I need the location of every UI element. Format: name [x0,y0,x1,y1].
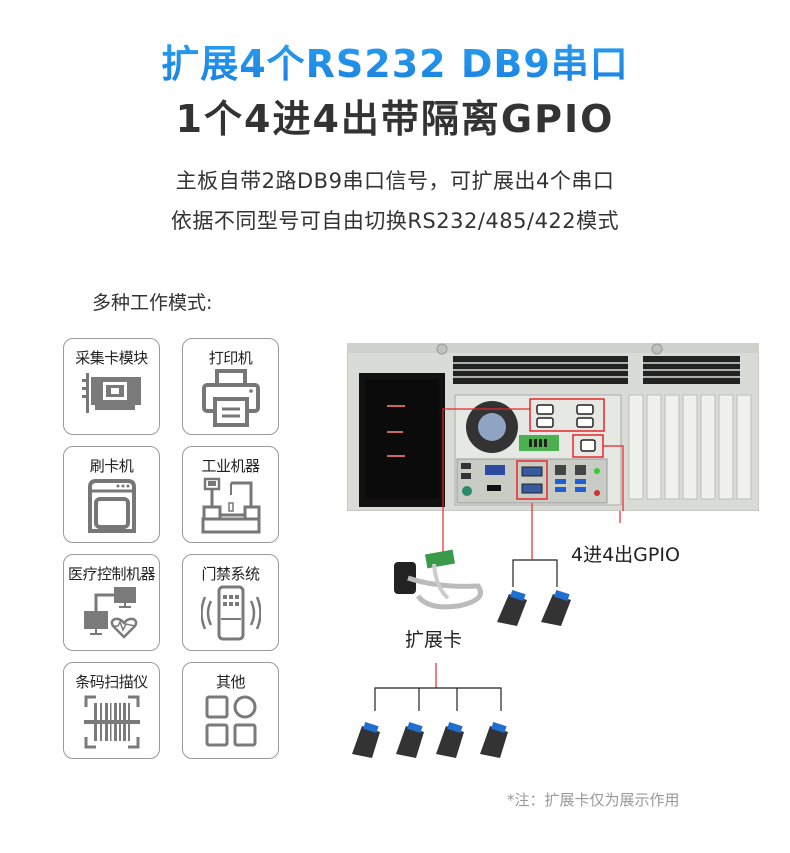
medical-control-icon [84,587,138,639]
printer-icon [202,369,260,427]
barcode-scanner-icon [84,695,140,749]
mode-card-access: 门禁系统 [182,554,279,651]
mode-card-medical: 医疗控制机器 [63,554,160,651]
mode-card-barcode: 条码扫描仪 [63,662,160,759]
mode-card-capture: 采集卡模块 [63,338,160,435]
title-line-1: 扩展4个RS232 DB9串口 [0,33,790,88]
mode-card-label: 门禁系统 [201,565,260,583]
expansion-card-label: 扩展卡 [405,629,463,651]
subtitle-line-1: 主板自带2路DB9串口信号，可扩展出4个串口 [175,169,615,193]
expansion-db9-plugs [352,721,508,758]
gpio-db9-plugs [497,589,571,626]
subtitle-line-2: 依据不同型号可自由切换RS232/485/422模式 [170,209,620,233]
mode-card-label: 打印机 [208,349,253,367]
connection-diagram [374,511,621,711]
mode-card-label: 工业机器 [201,457,260,475]
mode-card-label: 刷卡机 [89,457,134,475]
mode-card-printer: 打印机 [182,338,279,435]
mode-card-card-reader: 刷卡机 [63,446,160,543]
expansion-card-image [394,549,483,610]
title-line-2: 1个4进4出带隔离GPIO [175,97,615,141]
mode-card-label: 条码扫描仪 [75,673,148,691]
mode-card-label: 医疗控制机器 [67,565,156,583]
mode-card-label: 其他 [215,673,246,691]
mode-card-label: 采集卡模块 [75,349,148,367]
mode-card-others: 其他 [182,662,279,759]
card-reader-icon [88,479,136,533]
access-control-icon [201,585,261,641]
mode-card-industrial: 工业机器 [182,446,279,543]
gpio-label: 4进4出GPIO [571,544,680,566]
apps-grid-icon [205,695,257,747]
industrial-pc-rear-panel [347,343,759,511]
industrial-machine-icon [201,477,261,534]
capture-card-icon [82,373,141,413]
footer-note: *注：扩展卡仅为展示作用 [507,791,680,809]
modes-label: 多种工作模式: [92,292,213,314]
